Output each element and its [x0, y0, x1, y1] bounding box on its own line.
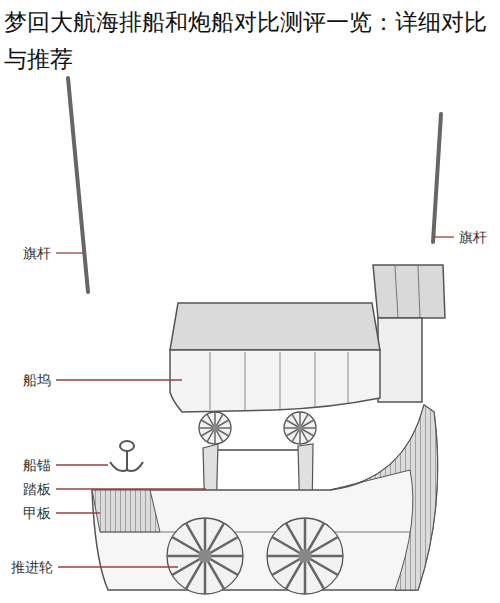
- flag-pole: [433, 114, 441, 242]
- leader-line: [58, 566, 178, 567]
- hull: [92, 405, 438, 590]
- cabin-roof: [373, 265, 445, 318]
- deck-grating: [92, 490, 160, 532]
- deck-edge: [100, 532, 410, 533]
- leader-line: [56, 488, 206, 489]
- wheel-rim: [284, 412, 316, 444]
- wheel-hub: [298, 549, 312, 563]
- paddle-wheel: [199, 412, 231, 444]
- leader-line: [434, 236, 454, 237]
- wheel-rim: [167, 518, 243, 594]
- part-label: 旗杆: [22, 245, 52, 261]
- part-label: 踏板: [22, 481, 52, 497]
- cabin-panels: [210, 352, 348, 410]
- page-title: 梦回大航海排船和炮船对比测评一览：详细对比与推荐: [4, 4, 496, 78]
- leader-line: [56, 512, 100, 513]
- leader-line: [56, 252, 83, 253]
- paddle-wheel: [284, 412, 316, 444]
- wheel-hub: [198, 549, 212, 563]
- paddle-wheels: [167, 412, 343, 594]
- cabin-tower: [378, 318, 422, 402]
- leader-lines: [56, 237, 454, 567]
- wheel-hub: [212, 425, 218, 431]
- part-label: 甲板: [22, 505, 52, 521]
- wheel-rim: [199, 412, 231, 444]
- part-label: 旗杆: [458, 229, 488, 245]
- deck-grating: [330, 405, 438, 590]
- leader-line: [56, 379, 182, 380]
- wheel-rim: [267, 518, 343, 594]
- roof-line: [418, 266, 420, 318]
- part-label: 船坞: [22, 372, 52, 388]
- roof-line: [395, 266, 398, 318]
- paddle-wheel: [267, 518, 343, 594]
- part-label: 船锚: [22, 457, 52, 473]
- part-label: 推进轮: [10, 559, 54, 575]
- cabin-roof: [170, 303, 380, 350]
- flag-pole: [68, 78, 88, 292]
- cabin-wall: [170, 350, 380, 412]
- anchor: [110, 441, 143, 471]
- paddle-wheel: [167, 518, 243, 594]
- wheel-hub: [297, 425, 303, 431]
- leader-line: [56, 464, 108, 465]
